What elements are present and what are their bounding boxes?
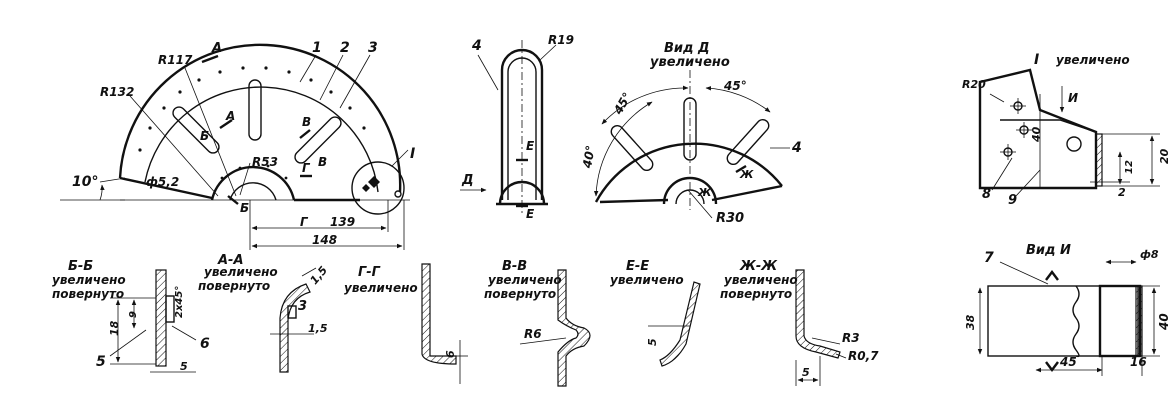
r132-leader: [129, 95, 219, 197]
blade-slot: [172, 79, 342, 164]
dim18-label: 18: [108, 320, 121, 336]
section-b-marker: Б: [240, 201, 249, 215]
section-bb: [109, 269, 197, 373]
angle-45-right: 45°: [723, 79, 747, 93]
section-zhzh-line2: повернуто: [720, 287, 792, 301]
part-3-label: 3: [298, 299, 307, 314]
section-v-marker: В: [302, 115, 311, 129]
r53-label: R53: [252, 155, 278, 169]
part-6-label: 6: [200, 336, 210, 352]
dim20-label: 20: [1158, 148, 1171, 164]
d8-label: ф8: [1140, 248, 1159, 261]
dim5-label: 5: [646, 338, 659, 346]
part-4-label: 4: [471, 38, 482, 54]
view-i: [977, 259, 1160, 376]
dim40-label: 40: [1030, 126, 1043, 143]
labels: 10° R117 R132 R53 ф5,2 139 148 А А Б Б В…: [52, 33, 1171, 379]
part-8-label: 8: [982, 187, 991, 202]
detail-i-title: I: [1034, 52, 1039, 68]
part-7-label: 7: [984, 250, 994, 266]
main-view: [60, 43, 410, 250]
section-ee-line1: увеличено: [610, 273, 684, 287]
part-4-label: 4: [791, 140, 802, 156]
section-g-marker: Г: [300, 215, 309, 229]
section-zh-marker: Ж: [739, 168, 754, 181]
dim40-label: 40: [1157, 313, 1171, 331]
section-g-marker: Г: [302, 161, 311, 175]
view-i-arrow-label: И: [1068, 91, 1078, 105]
view-d-title: Вид Д: [664, 41, 710, 56]
dim9-label: 9: [128, 311, 139, 318]
section-gg-line1: увеличено: [344, 281, 418, 295]
section-gg: [421, 263, 468, 384]
section-b-marker: Б: [200, 129, 209, 143]
section-zh-marker: Ж: [697, 186, 712, 199]
dim38-label: 38: [964, 314, 977, 330]
side-view: [460, 40, 557, 214]
section-e-marker: Е: [526, 207, 535, 221]
section-bb-title: Б-Б: [68, 259, 93, 274]
dim12-label: 12: [1124, 160, 1135, 174]
section-zhzh: [795, 269, 847, 386]
detail-circle: [351, 161, 405, 215]
view-i-title: Вид И: [1026, 243, 1071, 258]
part-1-label: 1: [312, 40, 322, 56]
perforation-holes: [138, 66, 366, 180]
r117-leader: [184, 67, 237, 197]
dim2-label: 2: [1118, 186, 1126, 199]
dim5-label: 5: [802, 366, 810, 379]
section-aa-title: А-А: [217, 253, 244, 268]
angle-label: 10°: [72, 174, 98, 190]
section-aa-line2: повернуто: [198, 279, 270, 293]
r20-label: R20: [962, 78, 986, 91]
section-aa-line1: увеличено: [204, 265, 278, 279]
section-zhzh-title: Ж-Ж: [739, 259, 778, 274]
chamfer-label: 2x45°: [174, 286, 185, 318]
section-gg-title: Г-Г: [358, 265, 381, 280]
r117-label: R117: [158, 53, 193, 67]
r19-label: R19: [548, 33, 574, 47]
detail-i: [978, 68, 1160, 197]
view-d-arrow-label: Д: [461, 173, 474, 188]
dim5-label: 5: [180, 360, 188, 373]
view-d-subtitle: увеличено: [650, 55, 730, 70]
dim148-label: 148: [312, 233, 337, 247]
thickness-top: 1,5: [308, 264, 331, 288]
section-aa: [270, 267, 317, 373]
part-5-label: 5: [96, 354, 106, 370]
section-vv-line2: повернуто: [484, 287, 556, 301]
part-3-label: 3: [368, 40, 378, 56]
dim45-label: 45: [1059, 355, 1077, 369]
part-2-label: 2: [340, 40, 350, 56]
r30-label: R30: [716, 211, 744, 226]
section-bb-line2: повернуто: [52, 287, 124, 301]
r132-label: R132: [100, 85, 134, 99]
r07-label: R0,7: [848, 349, 879, 363]
dim16-label: 16: [1130, 355, 1147, 369]
section-zhzh-line1: увеличено: [724, 273, 798, 287]
detail-i-subtitle: увеличено: [1056, 53, 1130, 67]
section-ee: [648, 281, 701, 367]
thickness-bottom: 1,5: [308, 322, 328, 335]
angle-40: 40°: [580, 144, 598, 170]
angle-45-left: 45°: [610, 90, 634, 118]
dim6-label: 6: [444, 350, 457, 358]
part-9-label: 9: [1008, 193, 1017, 208]
section-vv: [519, 269, 591, 387]
section-vv-title: В-В: [502, 259, 527, 274]
view-d: [593, 70, 790, 219]
r3-label: R3: [842, 331, 860, 345]
section-vv-line1: увеличено: [488, 273, 562, 287]
section-bb-line1: увеличено: [52, 273, 126, 287]
r6-label: R6: [524, 327, 542, 341]
section-a-marker: А: [225, 109, 235, 123]
hole-label: ф5,2: [146, 175, 179, 189]
section-e-marker: Е: [526, 139, 535, 153]
detail-i-marker: I: [410, 146, 415, 162]
dim139-label: 139: [330, 215, 355, 229]
section-ee-title: Е-Е: [626, 259, 649, 274]
section-a-marker: А: [211, 41, 222, 56]
section-v-marker: В: [318, 155, 327, 169]
